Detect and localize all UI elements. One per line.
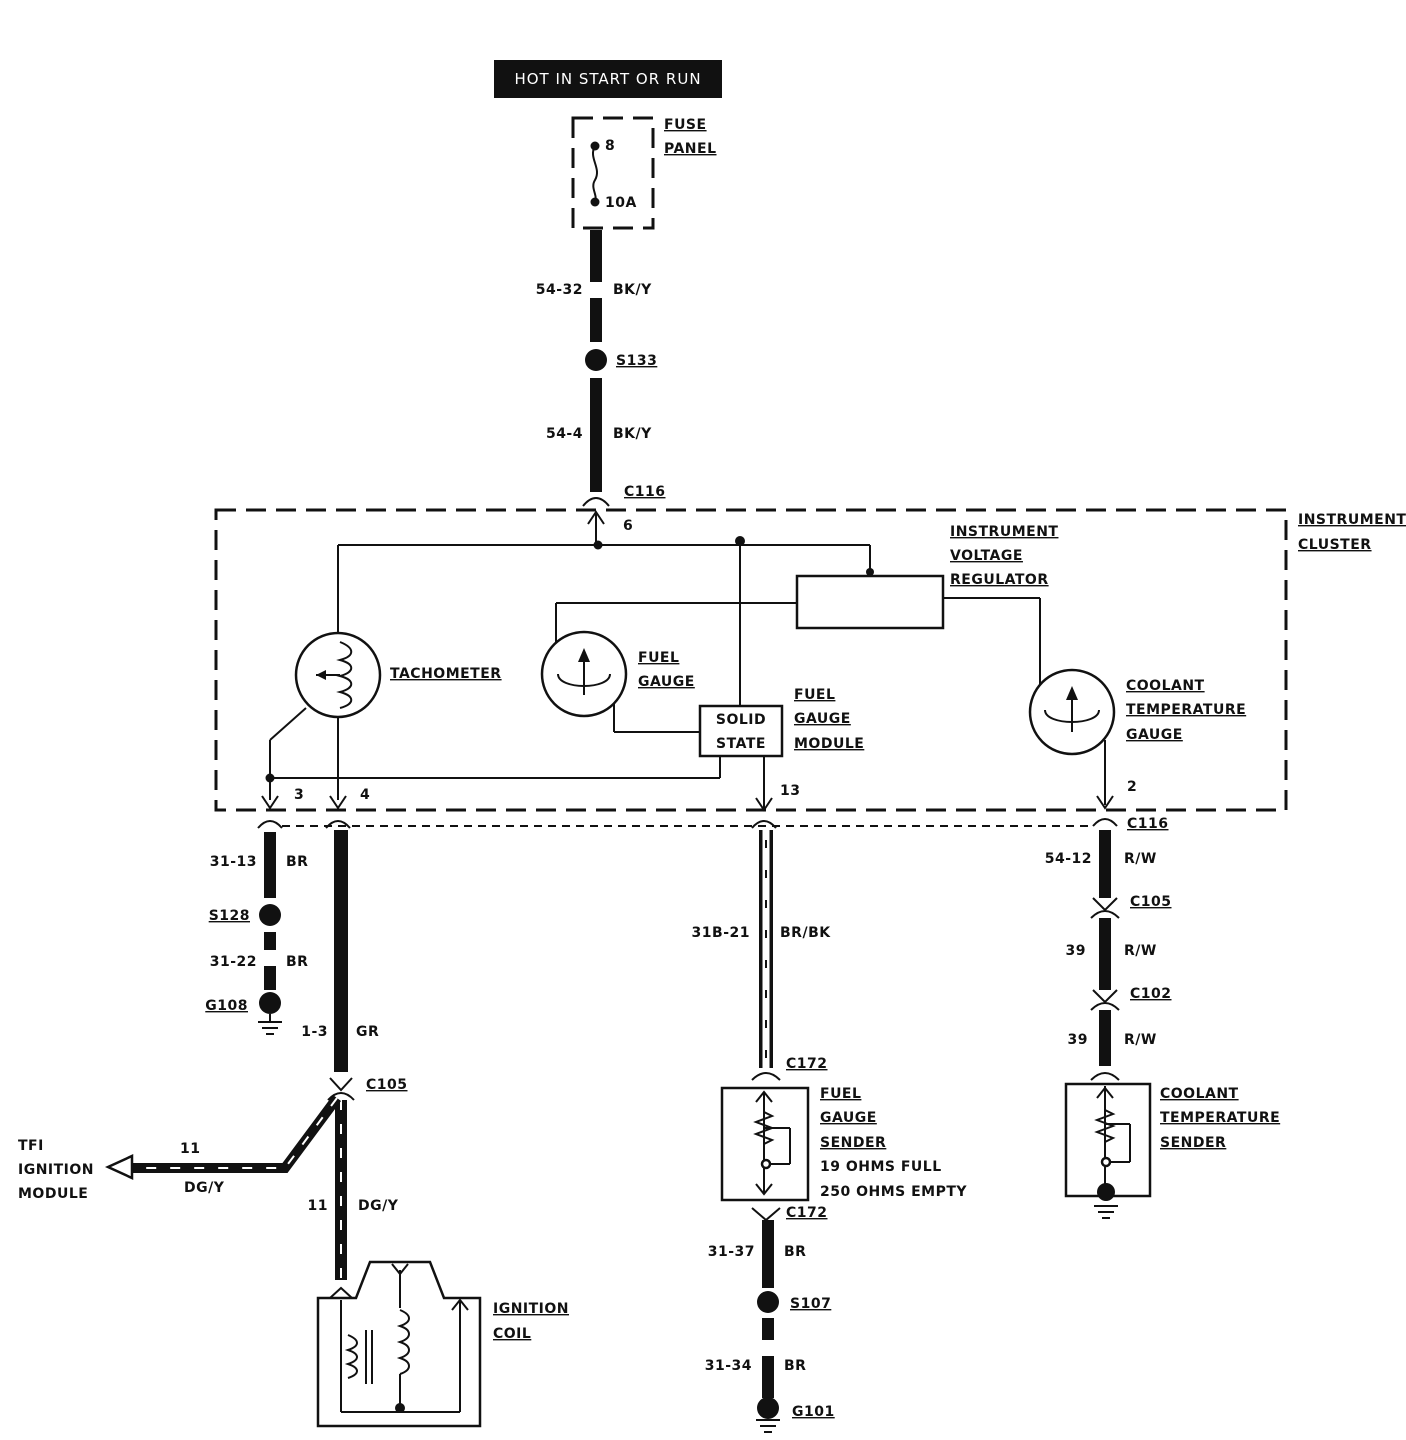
instrument-cluster-title-2: CLUSTER bbox=[1298, 537, 1372, 553]
wire-31-37-color: BR bbox=[784, 1244, 806, 1260]
fuel-gauge-label-2: GAUGE bbox=[638, 674, 695, 690]
wire-39-a-circuit: 39 bbox=[1066, 943, 1086, 959]
fuse-number: 8 bbox=[605, 138, 615, 154]
fuel-sender-spec-2: 250 OHMS EMPTY bbox=[820, 1184, 967, 1200]
coolant-gauge: COOLANT TEMPERATURE GAUGE bbox=[1028, 668, 1246, 756]
solid-state-2: STATE bbox=[716, 736, 766, 752]
wire-1-3-circuit: 1-3 bbox=[301, 1024, 328, 1040]
pin-6: 6 bbox=[623, 518, 633, 534]
fuel-gauge-module: SOLID STATE FUEL GAUGE MODULE bbox=[698, 687, 864, 758]
fuse-panel-title-1: FUSE bbox=[664, 117, 707, 133]
connector-c172-top: C172 bbox=[786, 1056, 828, 1072]
connector-c172-bottom: C172 bbox=[786, 1205, 828, 1221]
instrument-cluster-title-1: INSTRUMENT bbox=[1298, 512, 1406, 528]
coolant-gauge-label-3: GAUGE bbox=[1126, 727, 1183, 743]
fuse-panel: 8 10A FUSE PANEL bbox=[571, 116, 717, 230]
splice-s133 bbox=[585, 349, 607, 371]
regulator-label-1: INSTRUMENT bbox=[950, 524, 1058, 540]
tachometer: TACHOMETER bbox=[294, 631, 502, 719]
solid-state-1: SOLID bbox=[716, 712, 766, 728]
wire-31-13-circuit: 31-13 bbox=[210, 854, 257, 870]
wire-54-32-color: BK/Y bbox=[613, 282, 652, 298]
connector-c116-right: C116 bbox=[1127, 816, 1169, 832]
fuel-sender-label-3: SENDER bbox=[820, 1135, 886, 1151]
pin-4: 4 bbox=[360, 787, 370, 803]
feed-wire: 54-32 BK/Y S133 54-4 BK/Y C116 6 bbox=[536, 230, 666, 534]
connector-c105-right: C105 bbox=[1130, 894, 1172, 910]
pin-3: 3 bbox=[294, 787, 304, 803]
voltage-regulator bbox=[795, 574, 945, 630]
coil-label-1: IGNITION bbox=[493, 1301, 569, 1317]
pin-13: 13 bbox=[780, 783, 800, 799]
tfi-label-2: IGNITION bbox=[18, 1162, 94, 1178]
fgm-label-1: FUEL bbox=[794, 687, 835, 703]
fuel-sender-spec-1: 19 OHMS FULL bbox=[820, 1159, 942, 1175]
wire-31-22-circuit: 31-22 bbox=[210, 954, 257, 970]
tachometer-label: TACHOMETER bbox=[390, 666, 502, 682]
coil-label-2: COIL bbox=[493, 1326, 531, 1342]
splice-s133-label: S133 bbox=[616, 353, 657, 369]
wire-11-coil-color: DG/Y bbox=[358, 1198, 399, 1214]
cluster-pins: 3 4 13 2 C116 bbox=[257, 779, 1169, 832]
ground-g108-label: G108 bbox=[205, 998, 248, 1014]
wire-1-3-color: GR bbox=[356, 1024, 379, 1040]
pin-2: 2 bbox=[1127, 779, 1137, 795]
wire-31-34-circuit: 31-34 bbox=[705, 1358, 752, 1374]
regulator-label-3: REGULATOR bbox=[950, 572, 1049, 588]
splice-s107-label: S107 bbox=[790, 1296, 831, 1312]
wire-54-12-circuit: 54-12 bbox=[1045, 851, 1092, 867]
fuel-gauge: FUEL GAUGE bbox=[540, 630, 695, 718]
tach-signal-branch: 1-3 GR C105 11 DG/Y TFI IGNITION MODULE … bbox=[18, 830, 408, 1280]
coolant-gauge-label-2: TEMPERATURE bbox=[1126, 702, 1246, 718]
wire-39-b-circuit: 39 bbox=[1068, 1032, 1088, 1048]
tfi-label-3: MODULE bbox=[18, 1186, 88, 1202]
wire-54-12-color: R/W bbox=[1124, 851, 1157, 867]
wire-39-b-color: R/W bbox=[1124, 1032, 1157, 1048]
wire-11-coil-circuit: 11 bbox=[308, 1198, 328, 1214]
wire-54-32-circuit: 54-32 bbox=[536, 282, 583, 298]
wire-31b-21-color: BR/BK bbox=[780, 925, 831, 941]
coolant-sender-label-2: TEMPERATURE bbox=[1160, 1110, 1280, 1126]
fuel-sender-branch: 31B-21 BR/BK C172 FUEL GAUGE SENDER 19 O… bbox=[692, 830, 967, 1433]
connector-c116-top: C116 bbox=[624, 484, 666, 500]
wire-31-37-circuit: 31-37 bbox=[708, 1244, 755, 1260]
fuel-sender-label-2: GAUGE bbox=[820, 1110, 877, 1126]
ignition-coil: IGNITION COIL bbox=[316, 1260, 569, 1428]
instrument-cluster-boundary bbox=[214, 508, 1288, 812]
wire-31-22-color: BR bbox=[286, 954, 308, 970]
wire-31-13-color: BR bbox=[286, 854, 308, 870]
fuse-panel-title-2: PANEL bbox=[664, 141, 717, 157]
ground-branch-left: 31-13 BR S128 31-22 BR G108 bbox=[205, 832, 308, 1035]
coolant-sender-label-3: SENDER bbox=[1160, 1135, 1226, 1151]
coolant-gauge-label-1: COOLANT bbox=[1126, 678, 1205, 694]
wire-31b-21-circuit: 31B-21 bbox=[692, 925, 750, 941]
wire-54-4-color: BK/Y bbox=[613, 426, 652, 442]
ground-g101-label: G101 bbox=[792, 1404, 835, 1420]
wire-39-a-color: R/W bbox=[1124, 943, 1157, 959]
wire-11-tfi-color: DG/Y bbox=[184, 1180, 225, 1196]
fuse-rating: 10A bbox=[605, 195, 637, 211]
wire-31-34-color: BR bbox=[784, 1358, 806, 1374]
banner-text: HOT IN START OR RUN bbox=[514, 70, 701, 88]
wire-11-tfi-circuit: 11 bbox=[180, 1141, 200, 1157]
connector-c102: C102 bbox=[1130, 986, 1172, 1002]
fgm-label-3: MODULE bbox=[794, 736, 864, 752]
connector-c105-left: C105 bbox=[366, 1077, 408, 1093]
splice-s128-label: S128 bbox=[209, 908, 250, 924]
fuel-gauge-label-1: FUEL bbox=[638, 650, 679, 666]
fgm-label-2: GAUGE bbox=[794, 711, 851, 727]
regulator-label-2: VOLTAGE bbox=[950, 548, 1023, 564]
tfi-label-1: TFI bbox=[18, 1138, 44, 1154]
fuel-sender-label-1: FUEL bbox=[820, 1086, 861, 1102]
wire-54-4-circuit: 54-4 bbox=[546, 426, 583, 442]
cluster-internal-wiring bbox=[265, 514, 1106, 808]
power-banner: HOT IN START OR RUN bbox=[494, 60, 722, 98]
coolant-sender-branch: 54-12 R/W C105 39 R/W C102 39 R/W COOLAN… bbox=[1045, 830, 1280, 1219]
coolant-sender-label-1: COOLANT bbox=[1160, 1086, 1239, 1102]
